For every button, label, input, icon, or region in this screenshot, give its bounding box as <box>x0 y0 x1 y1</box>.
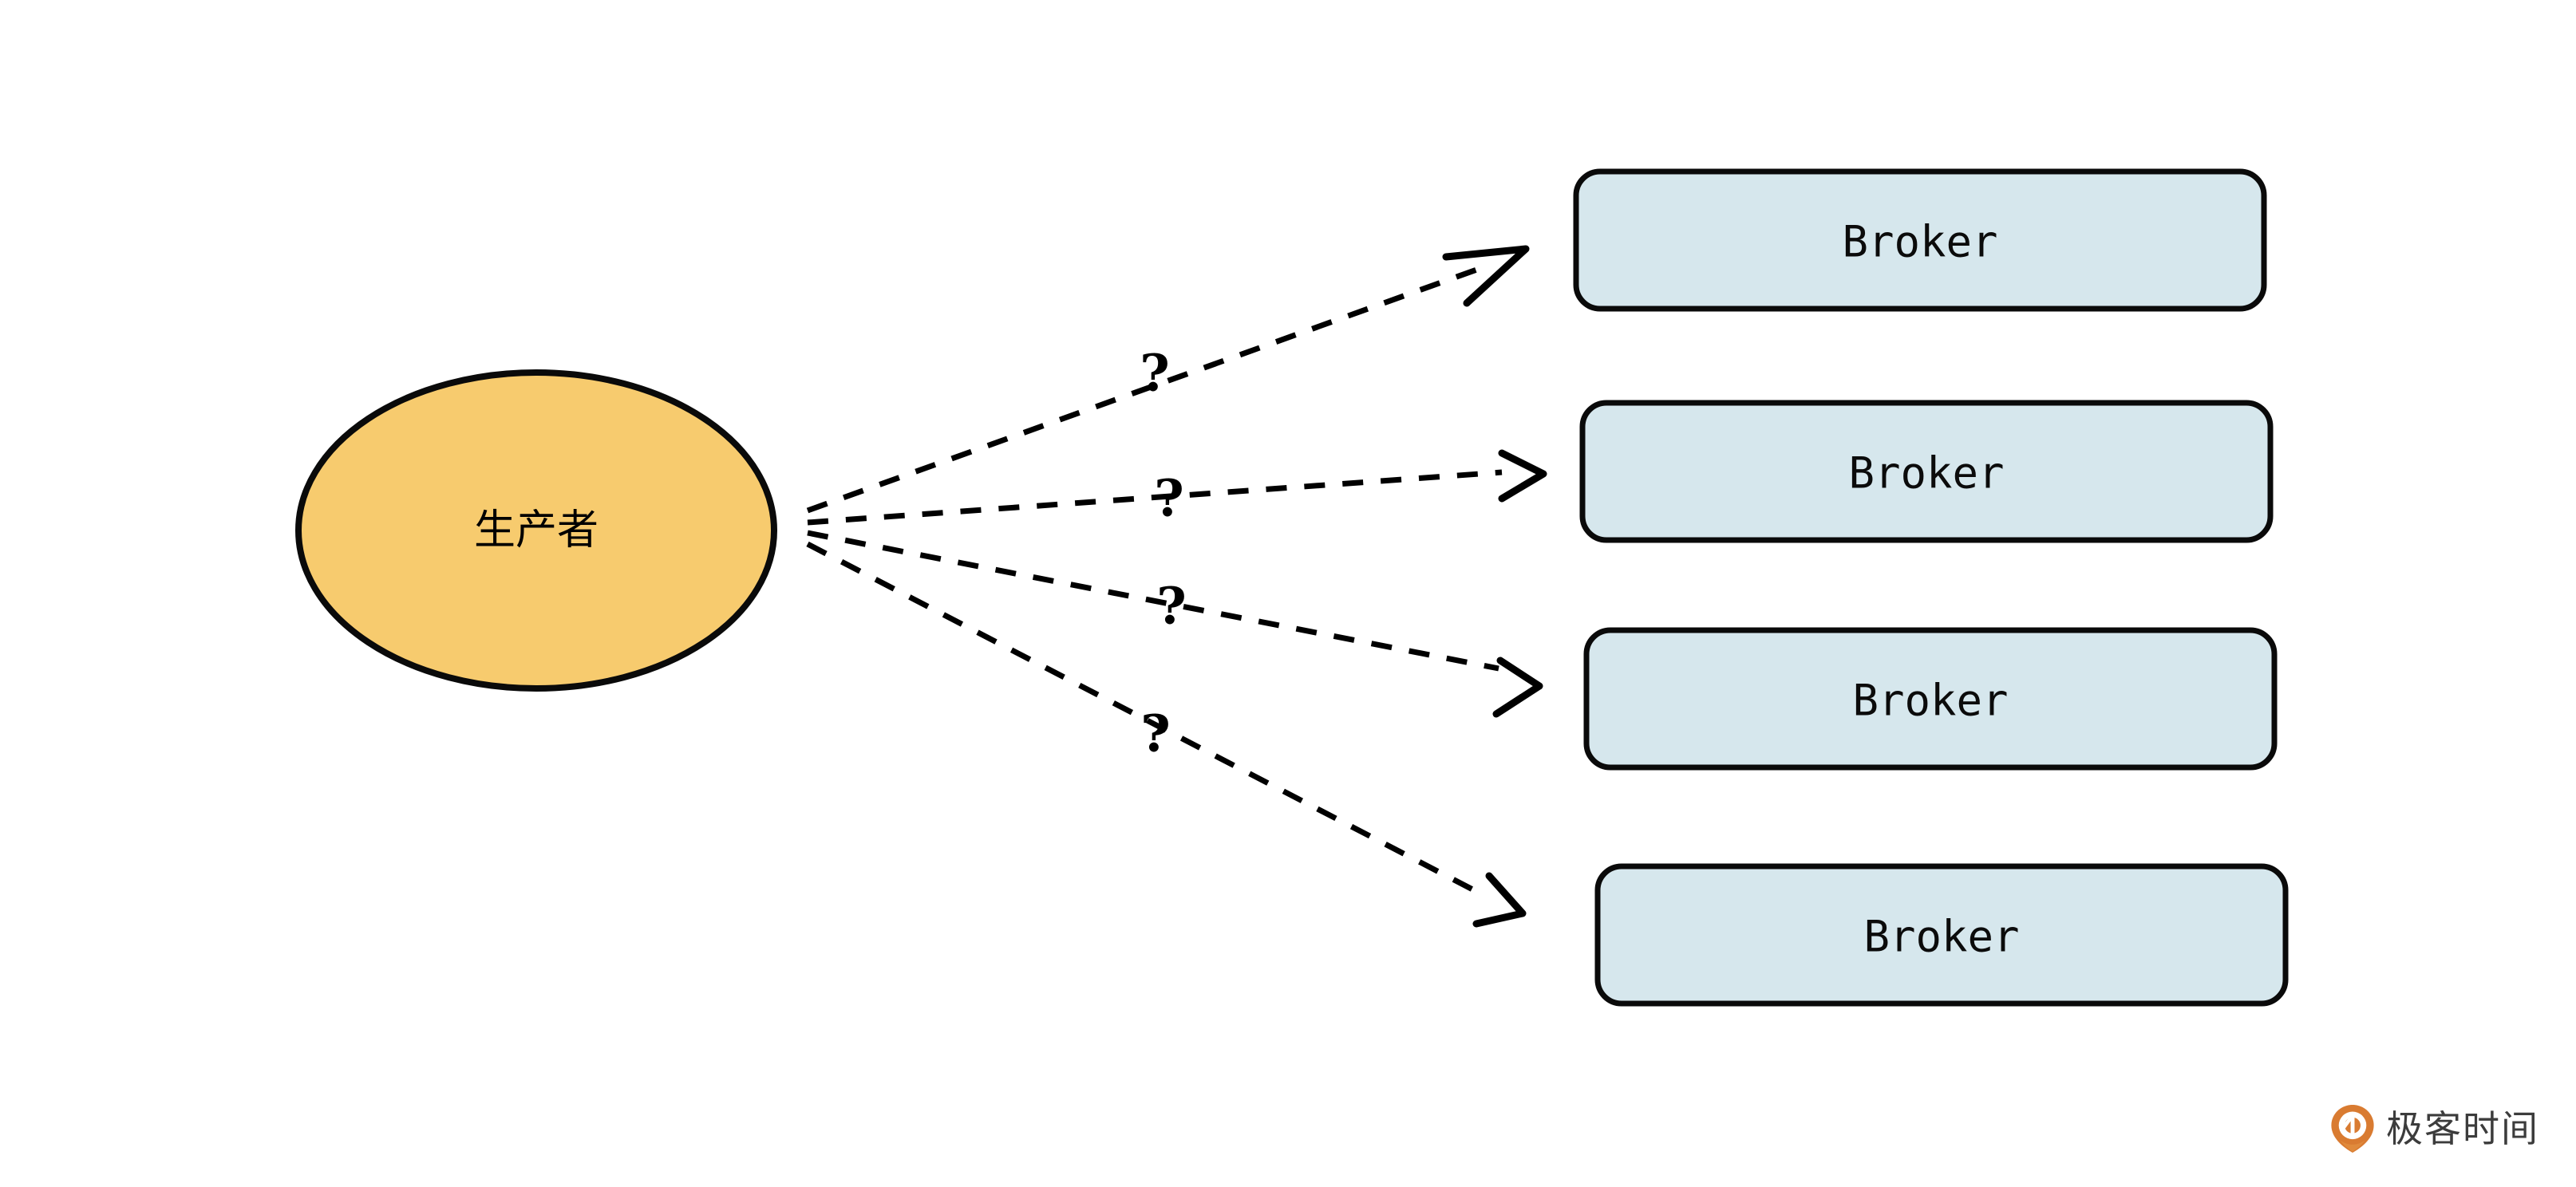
logo-ring <box>2338 1111 2367 1140</box>
broker-label-3: Broker <box>1852 676 2008 726</box>
broker-box-4 <box>1594 863 2289 1007</box>
edge-label-3: ? <box>1156 577 1187 637</box>
broker-node-3[interactable]: Broker <box>1583 627 2278 771</box>
edge-producer-to-broker-2[interactable]: ? <box>807 449 1547 529</box>
edge-line-3 <box>807 530 1499 672</box>
geektime-pin-logo-icon <box>2330 1104 2375 1153</box>
edge-label-4: ? <box>1140 704 1171 764</box>
edge-line-1 <box>806 265 1483 514</box>
broker-box-3 <box>1583 627 2278 771</box>
watermark-text: 极客时间 <box>2386 1107 2539 1150</box>
watermark: 极客时间 <box>2330 1104 2539 1153</box>
broker-node-2[interactable]: Broker <box>1579 400 2274 543</box>
edge-label-2: ? <box>1154 469 1184 529</box>
broker-box-1 <box>1573 168 2267 312</box>
logo-arrow-glyph <box>2341 1115 2355 1137</box>
geektime-logo-svg <box>2331 1105 2374 1153</box>
arrow-head-3 <box>1492 657 1543 718</box>
broker-node-1[interactable]: Broker <box>1573 168 2267 312</box>
broker-label-4: Broker <box>1863 912 2019 962</box>
edge-line-2 <box>807 469 1503 526</box>
edge-producer-to-broker-3[interactable]: ? <box>807 530 1543 718</box>
producer-label: 生产者 <box>474 507 599 554</box>
edge-group: ? ? ? ? <box>806 245 1547 928</box>
producer-ellipse-shape <box>295 369 777 692</box>
broker-node-4[interactable]: Broker <box>1594 863 2289 1007</box>
arrow-head-4 <box>1472 872 1527 928</box>
edge-producer-to-broker-4[interactable]: ? <box>806 541 1527 928</box>
edge-line-4 <box>806 541 1482 897</box>
edge-label-1: ? <box>1140 344 1170 404</box>
broker-label-2: Broker <box>1848 448 2004 499</box>
broker-group: Broker Broker Broker Broker <box>1573 168 2289 1007</box>
edge-producer-to-broker-1[interactable]: ? <box>806 245 1530 514</box>
logo-pin-tail <box>2340 1140 2365 1152</box>
broker-label-1: Broker <box>1842 217 1997 267</box>
broker-box-2 <box>1579 400 2274 543</box>
producer-node[interactable]: 生产者 <box>295 369 777 692</box>
arrow-head-1 <box>1442 245 1530 307</box>
arrow-head-2 <box>1498 449 1547 503</box>
